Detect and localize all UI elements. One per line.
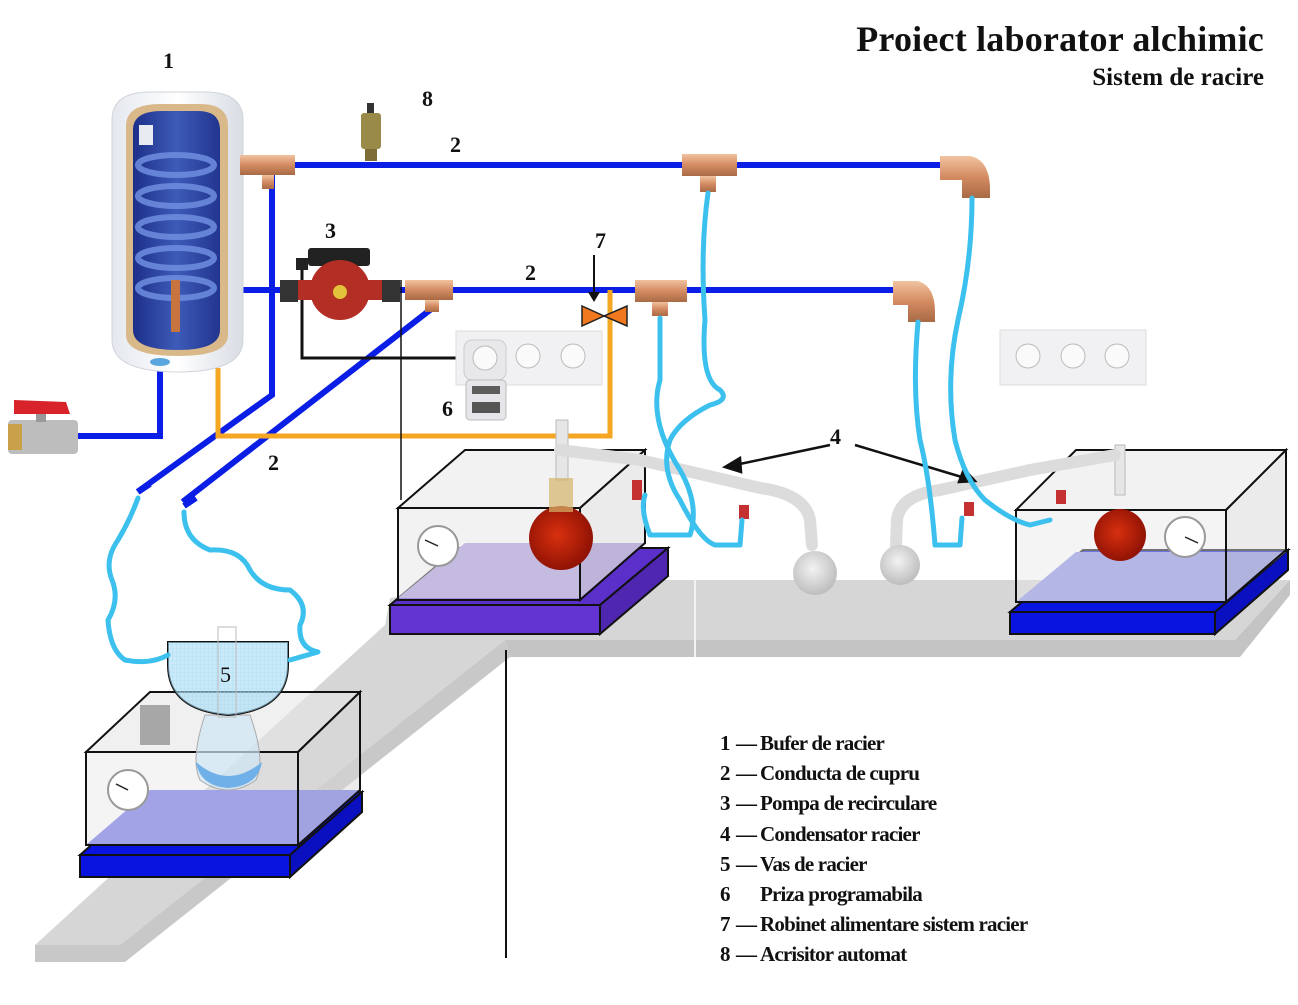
- buffer-tank: [111, 91, 244, 373]
- legend-item: 5—Vas de racier: [720, 851, 867, 876]
- tee-fitting-1: [240, 155, 295, 175]
- elbow-fitting-1: [940, 156, 990, 198]
- station-cooling-bath: [77, 626, 365, 880]
- station-left-hotplate: [387, 419, 671, 637]
- recirculation-pump: [280, 248, 400, 320]
- copper-fittings: [240, 154, 990, 322]
- callout-2-low: 2: [268, 450, 279, 475]
- legend-item: 3—Pompa de recirculare: [720, 791, 937, 816]
- legend-item: 4—Condensator racier: [720, 821, 920, 846]
- pipe-drain: [72, 367, 163, 439]
- station-right-hotplate: [1007, 444, 1291, 637]
- callout-1: 1: [163, 48, 174, 73]
- supply-line: [215, 290, 613, 439]
- legend-item: 6 Priza programabila: [720, 882, 923, 907]
- pipe-down-left: [135, 167, 275, 495]
- condenser-arrows: [721, 443, 978, 484]
- pipe-ends: [136, 481, 198, 509]
- callout-8: 8: [422, 86, 433, 111]
- callout-6: 6: [442, 396, 453, 421]
- diagram-title: Proiect laborator alchimic: [856, 19, 1264, 59]
- legend-item: 7—Robinet alimentare sistem racier: [720, 912, 1028, 937]
- cooling-hoses: [105, 190, 1053, 665]
- programmable-socket: [455, 330, 603, 421]
- elbow-fitting-2: [893, 281, 935, 322]
- callout-2-top: 2: [450, 132, 461, 157]
- tee-fitting-2: [682, 154, 737, 176]
- callout-4: 4: [830, 424, 841, 449]
- red-flask-left: [529, 506, 593, 570]
- wall-socket-right: [999, 329, 1147, 386]
- diagram-subtitle: Sistem de racire: [1092, 64, 1264, 91]
- legend-item: 8—Acrisitor automat: [720, 942, 907, 967]
- receiving-flasks: [632, 480, 1066, 595]
- automatic-air-vent: [361, 103, 381, 161]
- condensers: [554, 444, 1121, 551]
- callout-5: 5: [220, 662, 231, 687]
- callout-3: 3: [325, 218, 336, 243]
- lab-bench: [35, 580, 1290, 962]
- legend-item: 1—Bufer de racier: [720, 731, 885, 755]
- inlet-ball-valve: [8, 400, 78, 454]
- legend: 1—Bufer de racier 2—Conducta de cupru 3—…: [720, 728, 1028, 970]
- pipe-down-right: [180, 305, 435, 505]
- callout-2-mid: 2: [525, 260, 536, 285]
- callout-7: 7: [595, 228, 606, 253]
- red-flask-right: [1094, 509, 1146, 561]
- tee-fitting-4: [635, 280, 687, 302]
- thermometer-gauge: [107, 769, 149, 811]
- tee-fitting-3: [405, 280, 453, 300]
- supply-valve: [581, 255, 628, 328]
- legend-item: 2—Conducta de cupru: [720, 761, 920, 786]
